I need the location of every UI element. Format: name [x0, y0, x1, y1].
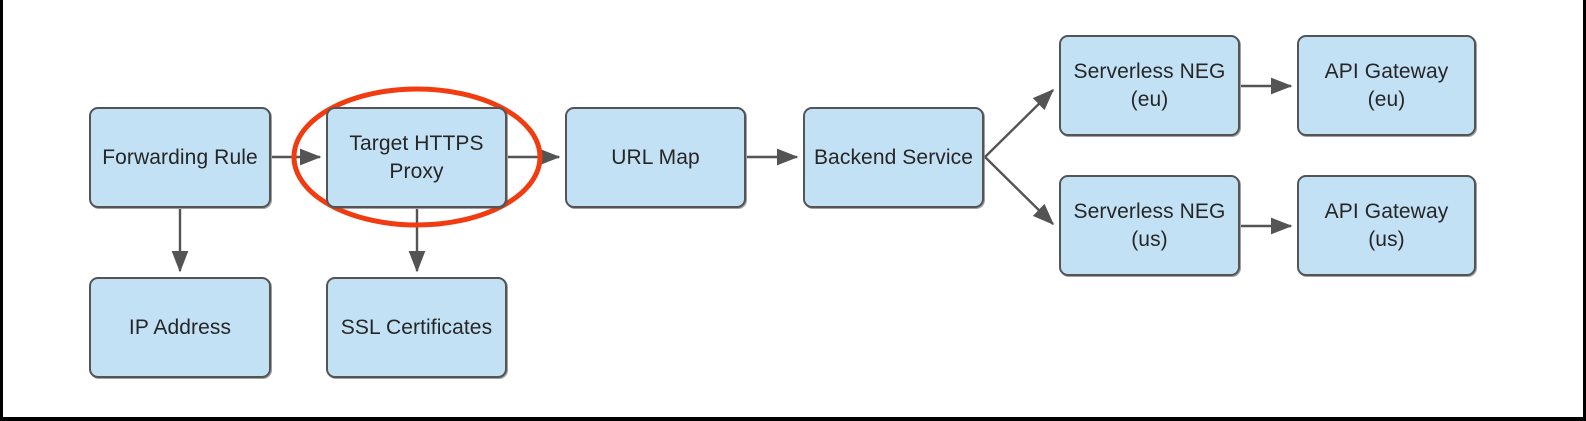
edge-backend-service-to-serverless-neg-eu	[984, 88, 1055, 158]
node-serverless-neg-eu[interactable]: Serverless NEG (eu)	[1059, 35, 1240, 136]
node-ssl-certificates[interactable]: SSL Certificates	[326, 277, 507, 378]
node-label-forwarding-rule: Forwarding Rule	[102, 145, 258, 169]
node-backend-service[interactable]: Backend Service	[803, 107, 984, 208]
node-label-url-map: URL Map	[611, 145, 700, 169]
node-label-target-https-proxy: Target HTTPS Proxy	[349, 131, 484, 183]
node-label-ssl-certificates: SSL Certificates	[340, 315, 493, 339]
page-border-left	[0, 0, 3, 421]
page-border-right	[1583, 0, 1586, 421]
node-api-gateway-us[interactable]: API Gateway (us)	[1297, 175, 1476, 276]
node-label-api-gateway-us: API Gateway (us)	[1324, 199, 1449, 251]
node-forwarding-rule[interactable]: Forwarding Rule	[89, 107, 271, 208]
node-label-ip-address: IP Address	[128, 315, 232, 339]
node-api-gateway-eu[interactable]: API Gateway (eu)	[1297, 35, 1476, 136]
node-label-api-gateway-eu: API Gateway (eu)	[1324, 59, 1449, 111]
node-label-backend-service: Backend Service	[813, 145, 974, 169]
node-label-serverless-neg-eu: Serverless NEG (eu)	[1073, 59, 1226, 111]
node-serverless-neg-us[interactable]: Serverless NEG (us)	[1059, 175, 1240, 276]
node-url-map[interactable]: URL Map	[565, 107, 746, 208]
node-ip-address[interactable]: IP Address	[89, 277, 271, 378]
edge-backend-service-to-serverless-neg-us	[984, 156, 1055, 226]
node-label-serverless-neg-us: Serverless NEG (us)	[1073, 199, 1226, 251]
page-border-bottom	[0, 417, 1586, 421]
node-target-https-proxy[interactable]: Target HTTPS Proxy	[326, 107, 507, 208]
